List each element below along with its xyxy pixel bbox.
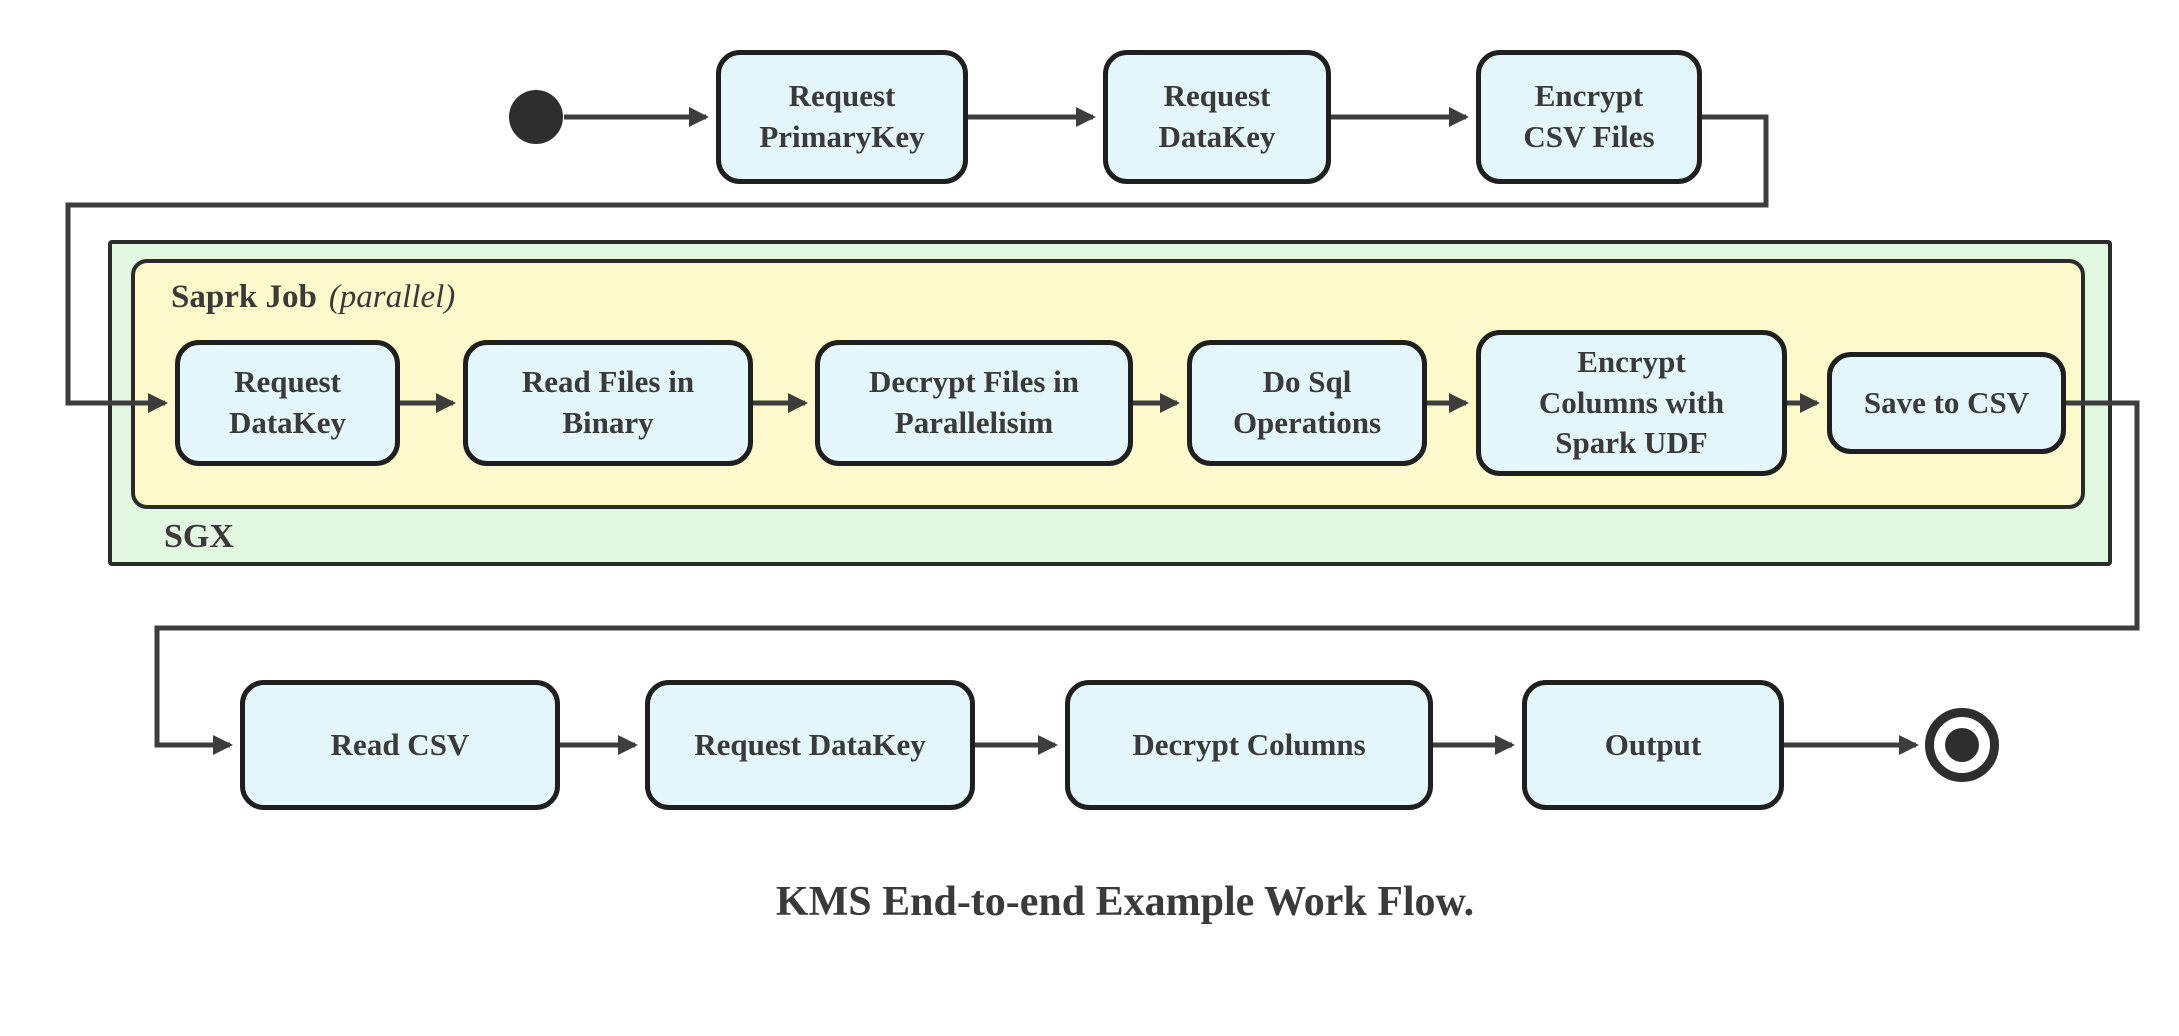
node-label: Request PrimaryKey — [759, 78, 925, 154]
node-request-datakey-bottom: Request DataKey — [645, 680, 975, 810]
node-decrypt-files-parallel: Decrypt Files in Parallelisim — [815, 340, 1133, 466]
node-label: Decrypt Files in Parallelisim — [868, 364, 1080, 440]
node-label: Do Sql Operations — [1232, 364, 1382, 440]
start-node-icon — [509, 90, 563, 144]
node-do-sql-operations: Do Sql Operations — [1187, 340, 1427, 466]
node-request-primarykey: Request PrimaryKey — [716, 50, 968, 184]
node-request-datakey-top: Request DataKey — [1103, 50, 1331, 184]
end-node-icon — [1925, 708, 1999, 782]
node-label: Decrypt Columns — [1132, 726, 1366, 762]
node-decrypt-columns: Decrypt Columns — [1065, 680, 1433, 810]
node-label: Encrypt CSV Files — [1523, 78, 1655, 154]
node-read-files-binary: Read Files in Binary — [463, 340, 753, 466]
sgx-label: SGX — [164, 518, 234, 555]
end-node-inner-dot — [1945, 728, 1979, 762]
node-label: Output — [1604, 726, 1702, 762]
node-spark-request-datakey: Request DataKey — [175, 340, 400, 466]
diagram-caption: KMS End-to-end Example Work Flow. — [775, 879, 1475, 925]
node-label: Request DataKey — [1158, 78, 1276, 154]
spark-job-title: Saprk Job (parallel) — [171, 279, 455, 316]
node-save-to-csv: Save to CSV — [1827, 352, 2066, 454]
node-read-csv: Read CSV — [240, 680, 560, 810]
node-encrypt-columns-udf: Encrypt Columns with Spark UDF — [1476, 330, 1787, 476]
node-label: Save to CSV — [1863, 384, 2030, 420]
spark-job-mode: (parallel) — [328, 279, 456, 315]
node-label: Request DataKey — [228, 364, 347, 440]
node-output: Output — [1522, 680, 1784, 810]
node-label: Encrypt Columns with Spark UDF — [1538, 343, 1725, 461]
node-label: Request DataKey — [694, 726, 926, 762]
node-label: Read CSV — [330, 726, 470, 762]
node-encrypt-csv-files: Encrypt CSV Files — [1476, 50, 1702, 184]
spark-job-label: Saprk Job — [171, 279, 317, 315]
node-label: Read Files in Binary — [521, 364, 695, 440]
